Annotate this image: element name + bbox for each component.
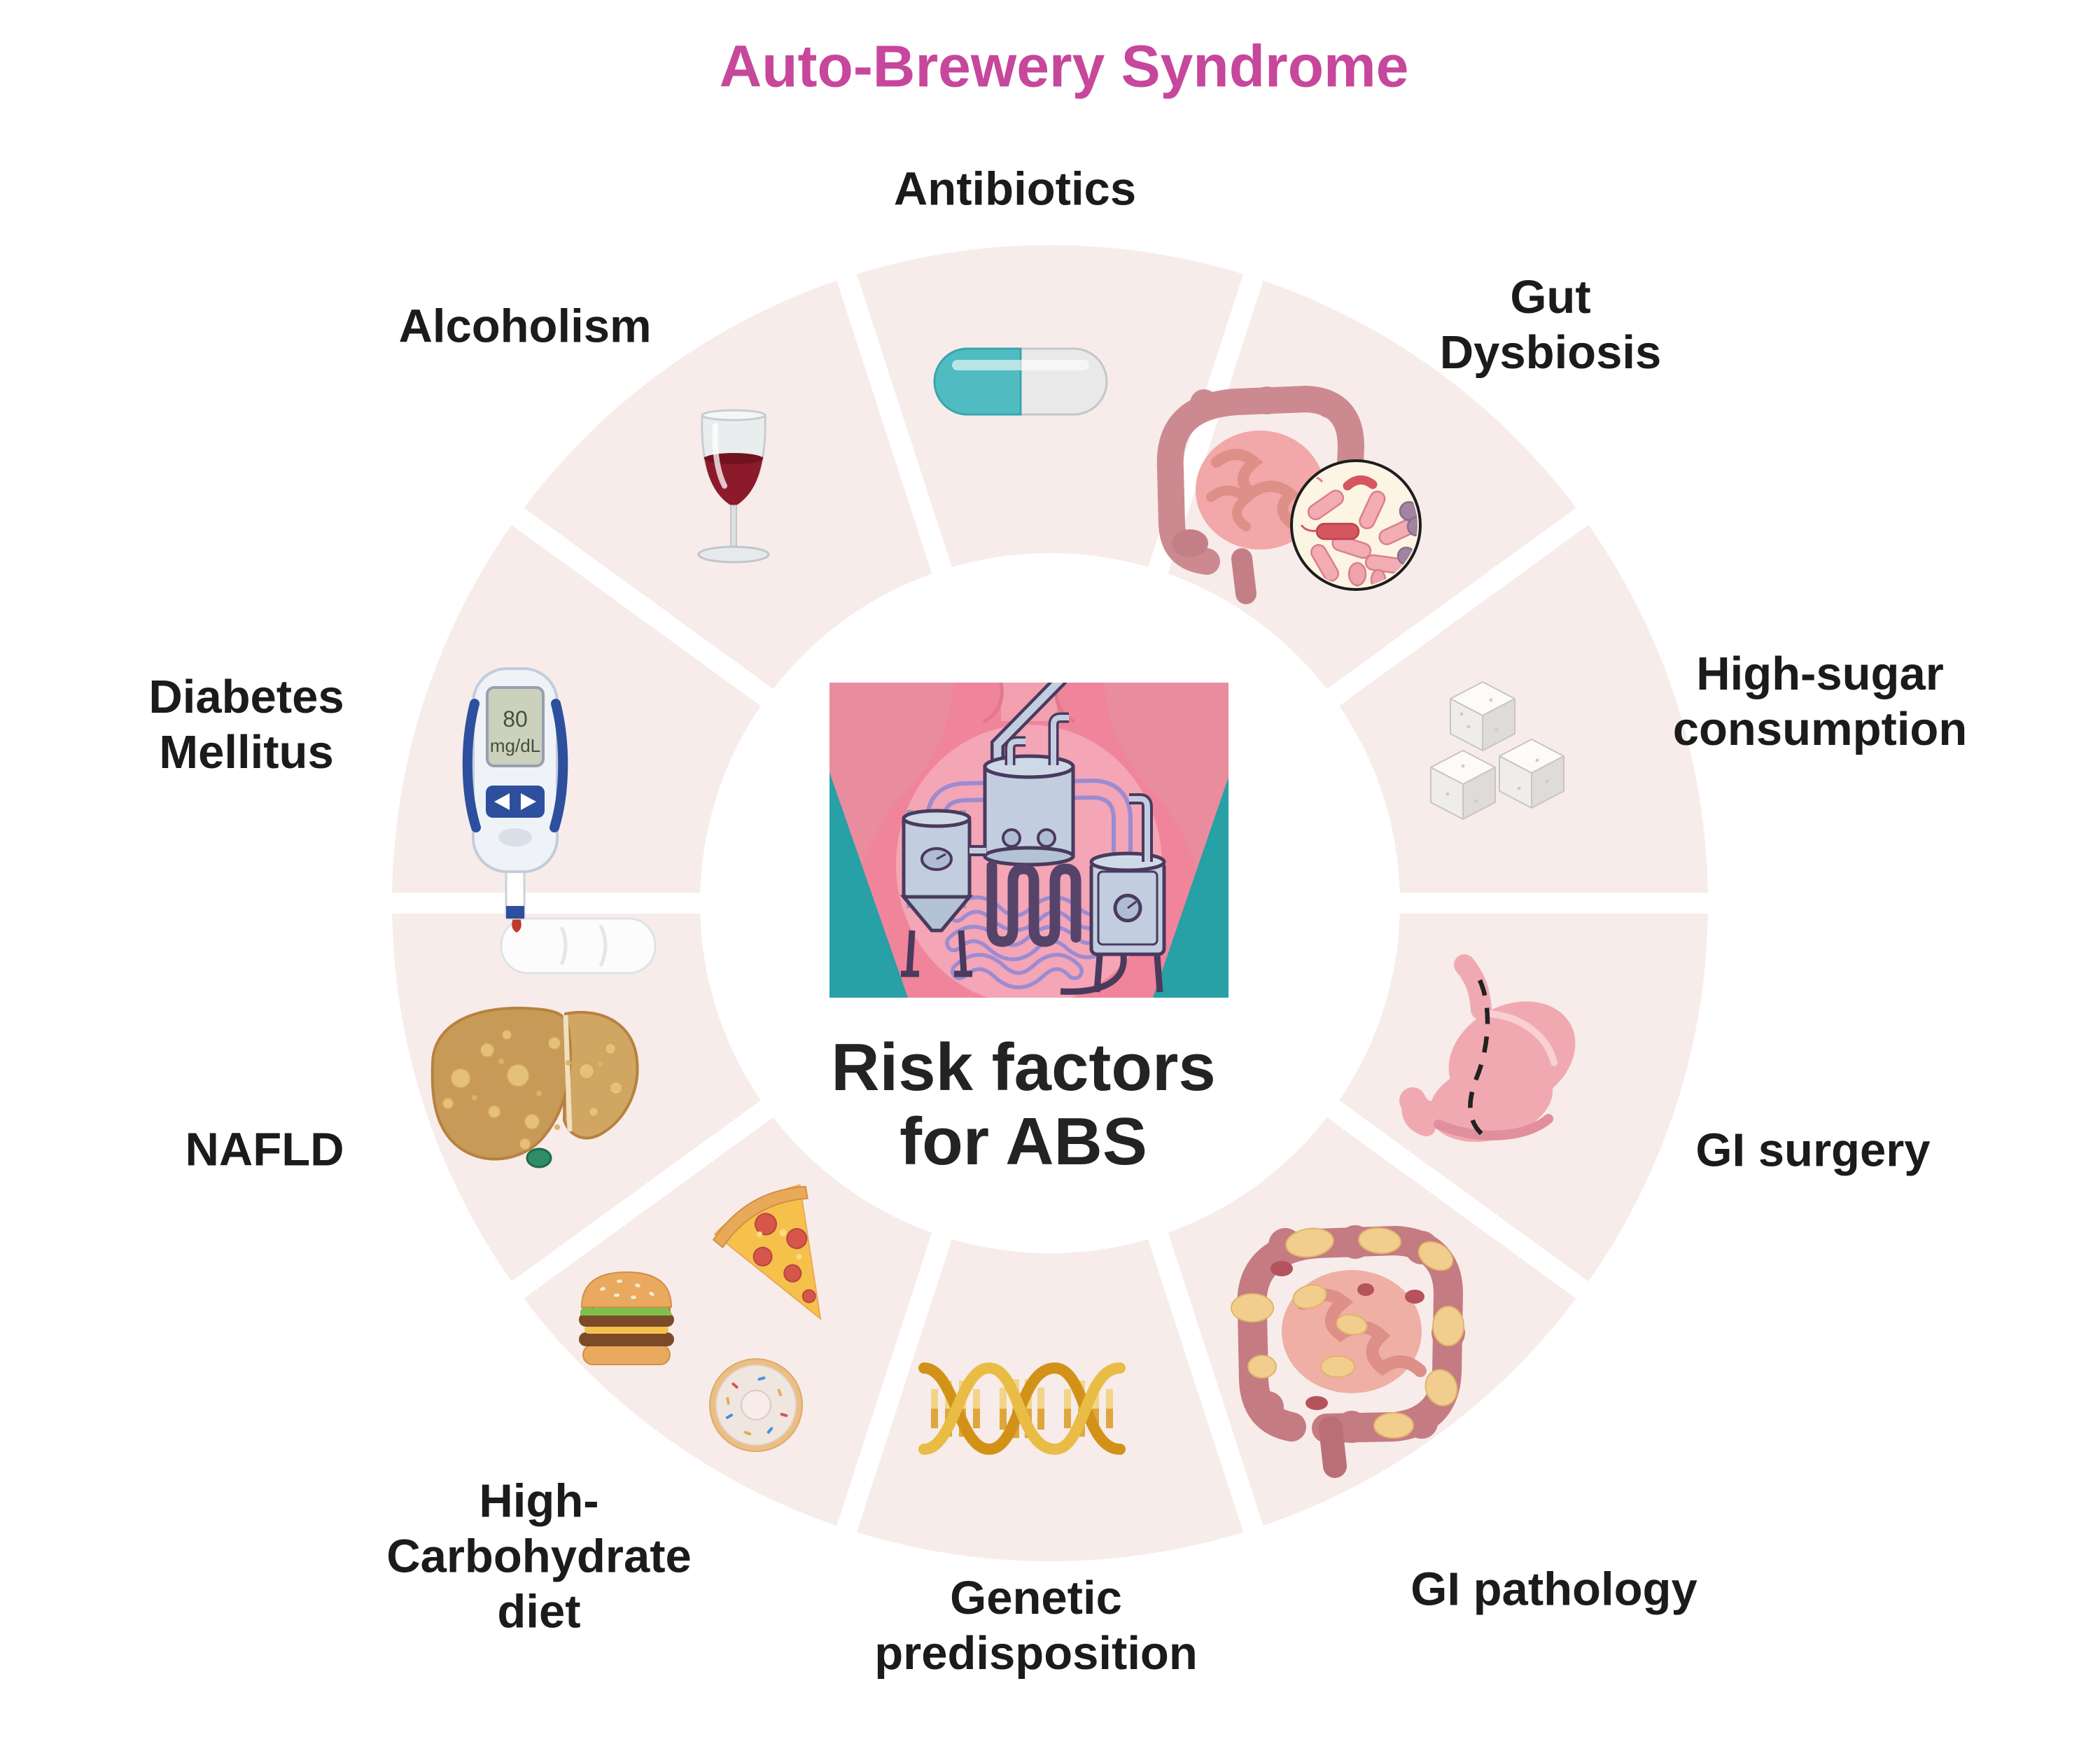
segment-separator: [1319, 1094, 1597, 1304]
gut-bacteria-icon: [1156, 386, 1422, 604]
label-line: Carbohydrate: [386, 1530, 692, 1583]
inflamed-intestine-icon: [1231, 1225, 1465, 1478]
wine-glass-icon: [697, 409, 770, 564]
glucometer-value: 80: [503, 706, 528, 732]
fat-spots: [442, 1029, 623, 1150]
factor-label-high-carbohydrate-diet: High- Carbohydrate diet: [386, 1474, 692, 1640]
fatty-liver-icon: [430, 1006, 639, 1169]
factor-label-antibiotics: Antibiotics: [894, 162, 1136, 217]
burger-icon: [579, 1271, 674, 1365]
label-line: GI surgery: [1695, 1124, 1931, 1177]
teal-left: [830, 772, 908, 998]
page-title: Auto-Brewery Syndrome: [719, 33, 1409, 99]
label-line: Genetic: [950, 1572, 1122, 1624]
brewing-tanks: [899, 683, 1166, 995]
pizza-icon: [712, 1184, 822, 1320]
inflammation-patches: [1231, 1227, 1464, 1439]
factor-label-nafld: NAFLD: [185, 1122, 344, 1178]
factor-label-high-sugar-consumption: High-sugar consumption: [1673, 646, 1968, 757]
bacteria-magnifier: [1290, 459, 1422, 591]
meter-buttons: [486, 786, 545, 818]
label-line: GI pathology: [1410, 1563, 1698, 1616]
label-line: consumption: [1672, 703, 1968, 755]
factor-label-gi-surgery: GI surgery: [1695, 1123, 1930, 1178]
label-line: NAFLD: [185, 1123, 344, 1176]
finger: [500, 917, 657, 975]
dashed-resection-line: [1468, 979, 1490, 1139]
center-title-line: Risk factors: [831, 1030, 1216, 1105]
label-line: Mellitus: [159, 726, 334, 779]
gallbladder: [526, 1147, 552, 1169]
label-line: High-: [479, 1474, 599, 1528]
factor-label-gi-pathology: GI pathology: [1410, 1562, 1697, 1617]
capsule-icon: [933, 347, 1108, 416]
segment-separator: [833, 1223, 955, 1542]
segment-separator: [503, 1094, 781, 1304]
central-illustration: [830, 683, 1228, 998]
meter-screen: [486, 686, 545, 767]
segment-separator: [1144, 1223, 1267, 1542]
center-title-line: for ABS: [899, 1104, 1147, 1179]
lesions: [1270, 1261, 1424, 1410]
center-title: Risk factors for ABS: [831, 1031, 1216, 1179]
factor-label-genetic-predisposition: Genetic predisposition: [874, 1570, 1198, 1681]
glucometer-icon: 80 mg/dL: [462, 667, 657, 975]
label-line: Antibiotics: [893, 162, 1137, 216]
teal-right: [1153, 777, 1228, 998]
factor-label-diabetes-mellitus: Diabetes Mellitus: [148, 669, 344, 780]
segment-separator: [503, 502, 781, 712]
segment-separator: [1319, 502, 1597, 712]
label-line: predisposition: [874, 1627, 1198, 1680]
sprinkles: [725, 1376, 788, 1436]
dna-helix-icon: [918, 1362, 1126, 1456]
label-line: High-sugar: [1696, 648, 1944, 700]
factor-label-alcoholism: Alcoholism: [398, 299, 651, 354]
label-line: Diabetes: [148, 671, 344, 723]
intestine: [1156, 386, 1364, 604]
segment-separator: [833, 265, 955, 583]
factor-label-gut-dysbiosis: Gut Dysbiosis: [1440, 270, 1662, 380]
dna-strand-b: [918, 1362, 1126, 1456]
glucometer-unit: mg/dL: [490, 735, 540, 756]
fast-food-icon: [579, 1184, 822, 1452]
label-line: diet: [497, 1585, 581, 1638]
donut-icon: [709, 1358, 803, 1452]
label-line: Dysbiosis: [1439, 326, 1662, 379]
condenser-coil: [986, 860, 1082, 947]
sugar-cubes-icon: [1430, 681, 1564, 820]
label-line: Gut: [1510, 271, 1591, 323]
stomach-resection-icon: [1399, 954, 1576, 1143]
label-line: Alcoholism: [398, 300, 652, 353]
